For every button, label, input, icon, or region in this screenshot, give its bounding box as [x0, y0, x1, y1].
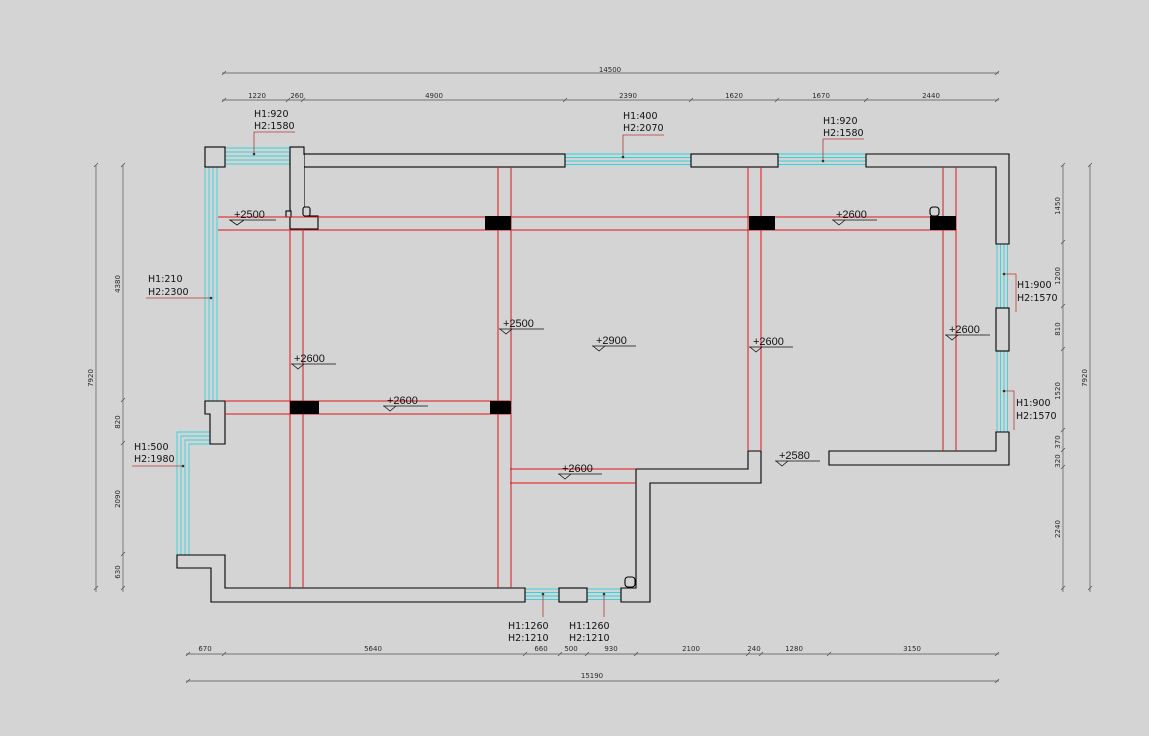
window-top-middle	[565, 153, 691, 165]
dim-right-seg: 320	[1054, 454, 1062, 467]
window-right-upper	[996, 244, 1008, 308]
svg-text:H1:920: H1:920	[823, 116, 858, 127]
elevation-marker: +2600	[383, 395, 428, 412]
dim-top-total: 14500	[599, 66, 621, 74]
window-note: H1:210 H2:2300	[146, 274, 213, 300]
svg-text:+2500: +2500	[234, 209, 265, 221]
svg-text:H2:1210: H2:1210	[508, 633, 549, 644]
svg-text:H2:1580: H2:1580	[823, 128, 864, 139]
dim-left-seg: 630	[114, 565, 122, 578]
svg-text:H2:1570: H2:1570	[1017, 293, 1058, 304]
elevation-marker: +2600	[749, 336, 793, 353]
dim-bottom-seg: 500	[564, 645, 577, 653]
elevation-marker: +2500	[499, 318, 544, 335]
dim-bottom-seg: 930	[604, 645, 617, 653]
window-note: H1:920 H2:1580	[821, 116, 864, 163]
svg-text:H2:1570: H2:1570	[1016, 411, 1057, 422]
dim-right-seg: 370	[1054, 435, 1062, 448]
svg-text:H1:210: H1:210	[148, 274, 183, 285]
svg-text:H2:1980: H2:1980	[134, 454, 175, 465]
dim-left-total: 7920	[87, 369, 95, 387]
dim-bottom-seg: 670	[198, 645, 211, 653]
window-left-bay	[176, 431, 210, 555]
dim-top-seg: 1620	[725, 92, 743, 100]
columns	[290, 216, 956, 414]
window-note: H1:920 H2:1580	[252, 109, 295, 156]
windows	[176, 147, 1008, 600]
elevation-marker: +2900	[592, 335, 636, 352]
svg-text:+2600: +2600	[387, 395, 418, 407]
svg-text:H1:500: H1:500	[134, 442, 169, 453]
elevation-markers: +2500 +2600 +2500 +2900 +2600 +2600	[229, 209, 990, 480]
dim-right-total: 7920	[1081, 369, 1089, 387]
elevation-marker: +2600	[832, 209, 877, 226]
svg-text:H1:1260: H1:1260	[569, 621, 610, 632]
dim-left-seg: 2090	[114, 490, 122, 508]
window-top-left	[225, 147, 290, 165]
dim-top-seg: 2390	[619, 92, 637, 100]
window-bottom-left	[525, 588, 559, 600]
window-note: H1:500 H2:1980	[132, 442, 185, 468]
dim-bottom-total: 15190	[581, 672, 603, 680]
walls	[176, 146, 1010, 603]
window-note: H1:1260 H2:1210	[508, 592, 549, 644]
dim-right-seg: 1520	[1054, 382, 1062, 400]
dim-left-seg: 820	[114, 415, 122, 428]
top-dimension-ticks	[221, 70, 1000, 103]
dim-top-seg: 1220	[248, 92, 266, 100]
window-note: H1:1260 H2:1210	[569, 592, 610, 644]
window-note: H1:900 H2:1570	[1002, 389, 1057, 430]
elevation-marker: +2600	[945, 324, 990, 341]
dim-bottom-seg: 1280	[785, 645, 803, 653]
svg-text:H1:900: H1:900	[1017, 280, 1052, 291]
dim-top-seg: 2440	[922, 92, 940, 100]
dim-bottom-seg: 660	[534, 645, 547, 653]
window-top-right	[778, 153, 866, 165]
svg-text:+2600: +2600	[753, 336, 784, 348]
elevation-marker: +2500	[229, 209, 276, 226]
window-note: H1:900 H2:1570	[1002, 272, 1058, 312]
beams	[218, 167, 957, 588]
dim-right-seg: 1450	[1054, 197, 1062, 215]
dim-right-seg: 810	[1054, 322, 1062, 335]
window-note: H1:400 H2:2070	[621, 111, 664, 159]
dim-top-seg: 1670	[812, 92, 830, 100]
dim-bottom-seg: 3150	[903, 645, 921, 653]
svg-text:+2600: +2600	[836, 209, 867, 221]
svg-text:+2600: +2600	[949, 324, 980, 336]
svg-text:H1:1260: H1:1260	[508, 621, 549, 632]
svg-text:+2900: +2900	[596, 335, 627, 347]
svg-text:+2600: +2600	[562, 463, 593, 475]
svg-text:+2600: +2600	[294, 353, 325, 365]
window-left-long	[204, 167, 218, 401]
right-dimension-ticks	[1060, 162, 1093, 591]
dimension-texts: 14500 1220 260 4900 2390 1620 1670 2440 …	[87, 66, 1089, 680]
svg-text:H1:900: H1:900	[1016, 398, 1051, 409]
left-dimension-ticks	[93, 162, 126, 591]
svg-text:H2:2300: H2:2300	[148, 287, 189, 298]
dim-top-seg: 4900	[425, 92, 443, 100]
svg-text:H1:400: H1:400	[623, 111, 658, 122]
svg-text:H2:1580: H2:1580	[254, 121, 295, 132]
elevation-marker: +2600	[558, 463, 602, 480]
dim-top-seg: 260	[290, 92, 303, 100]
dim-left-seg: 4380	[114, 275, 122, 293]
svg-text:+2500: +2500	[503, 318, 534, 330]
window-notes: H1:920 H2:1580 H1:400 H2:2070 H1:920 H2:…	[132, 109, 1058, 644]
dimension-lines	[93, 70, 1093, 684]
dim-bottom-seg: 2100	[682, 645, 700, 653]
dim-right-seg: 2240	[1054, 520, 1062, 538]
dim-right-seg: 1200	[1054, 267, 1062, 285]
svg-text:+2580: +2580	[779, 450, 810, 462]
window-right-lower	[996, 351, 1008, 432]
elevation-marker: +2580	[775, 450, 820, 467]
svg-text:H2:1210: H2:1210	[569, 633, 610, 644]
bottom-dimension-ticks	[185, 651, 1000, 684]
svg-text:H1:920: H1:920	[254, 109, 289, 120]
elevation-marker: +2600	[291, 353, 336, 370]
dim-bottom-seg: 240	[747, 645, 760, 653]
dim-bottom-seg: 5640	[364, 645, 382, 653]
svg-text:H2:2070: H2:2070	[623, 123, 664, 134]
